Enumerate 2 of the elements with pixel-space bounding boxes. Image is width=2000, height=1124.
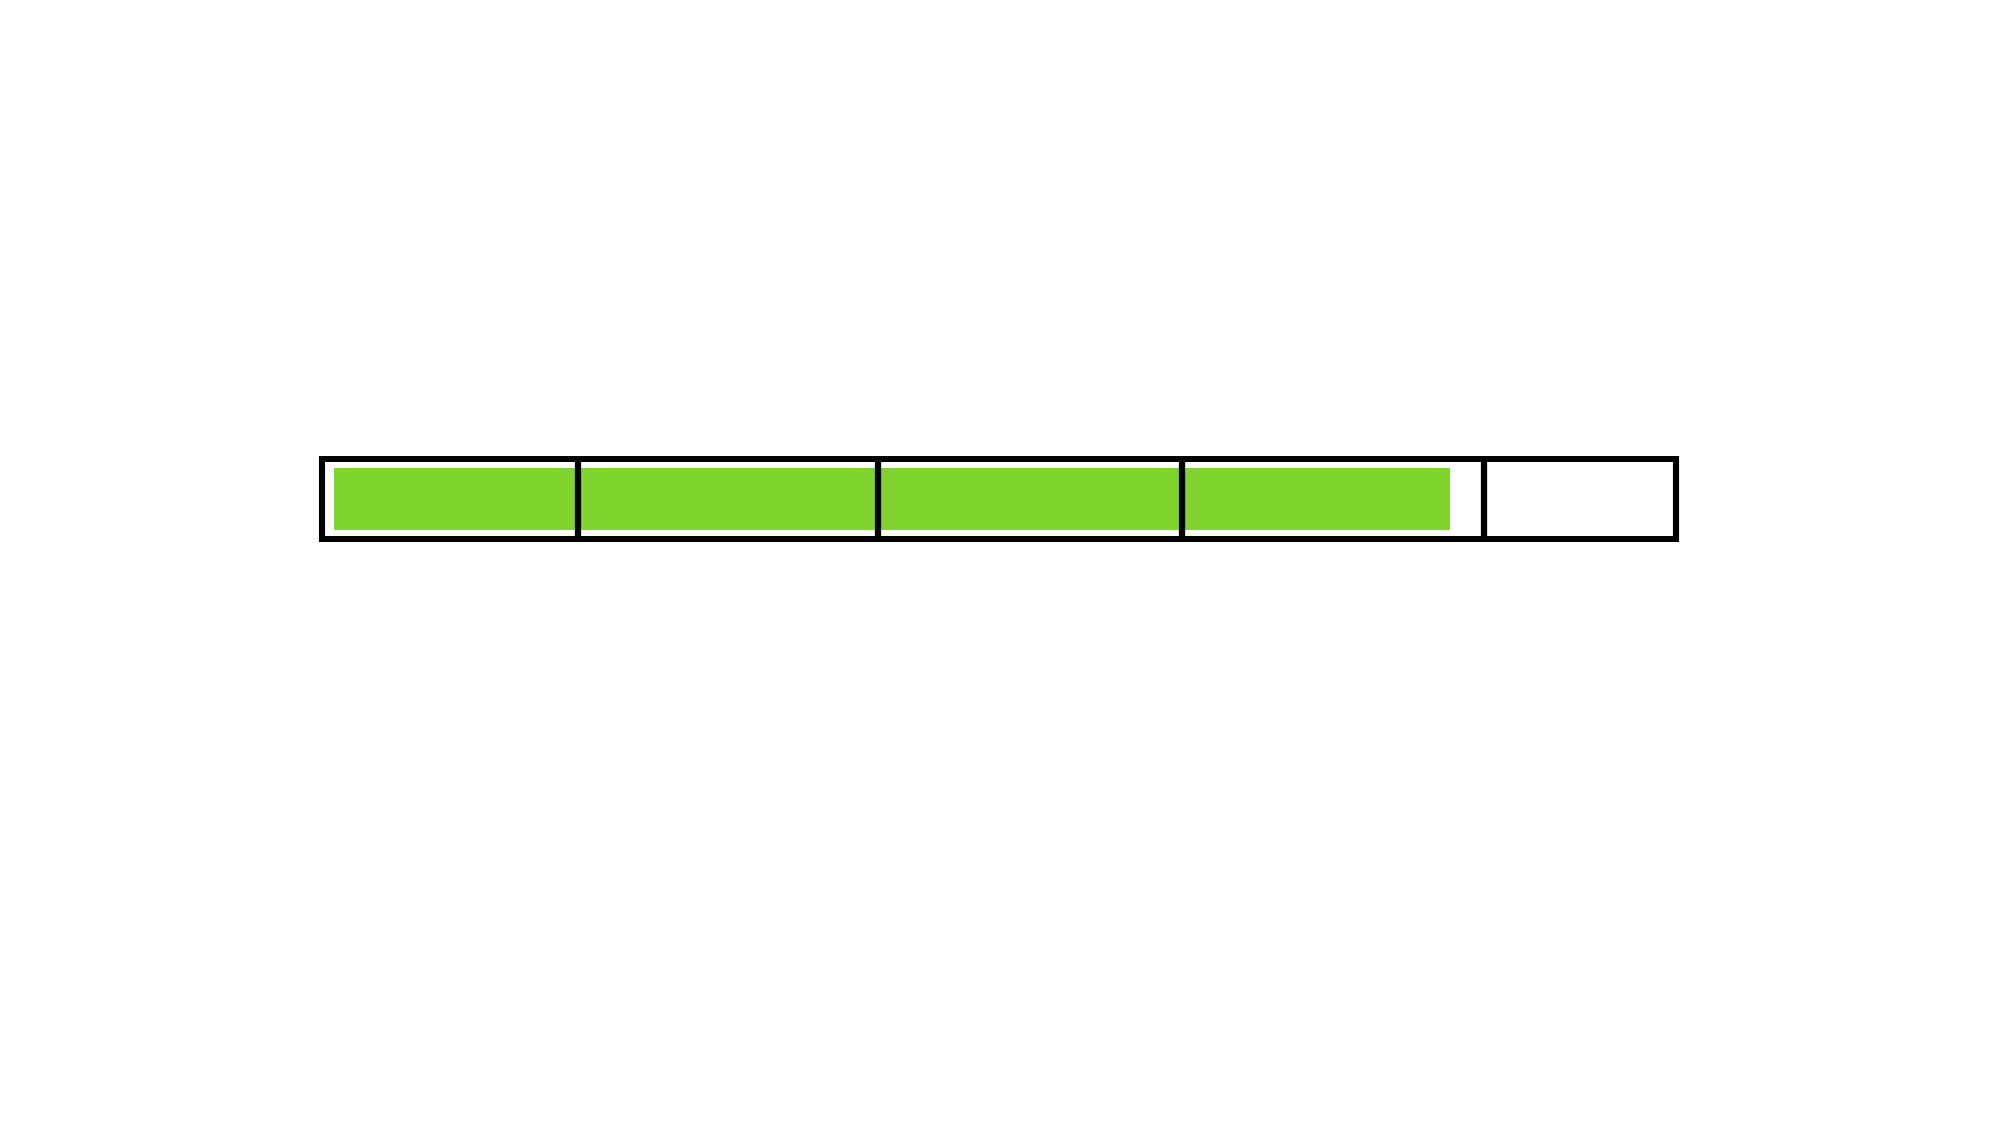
segment-box (1480, 455, 1680, 543)
fill-bar (334, 468, 1450, 530)
